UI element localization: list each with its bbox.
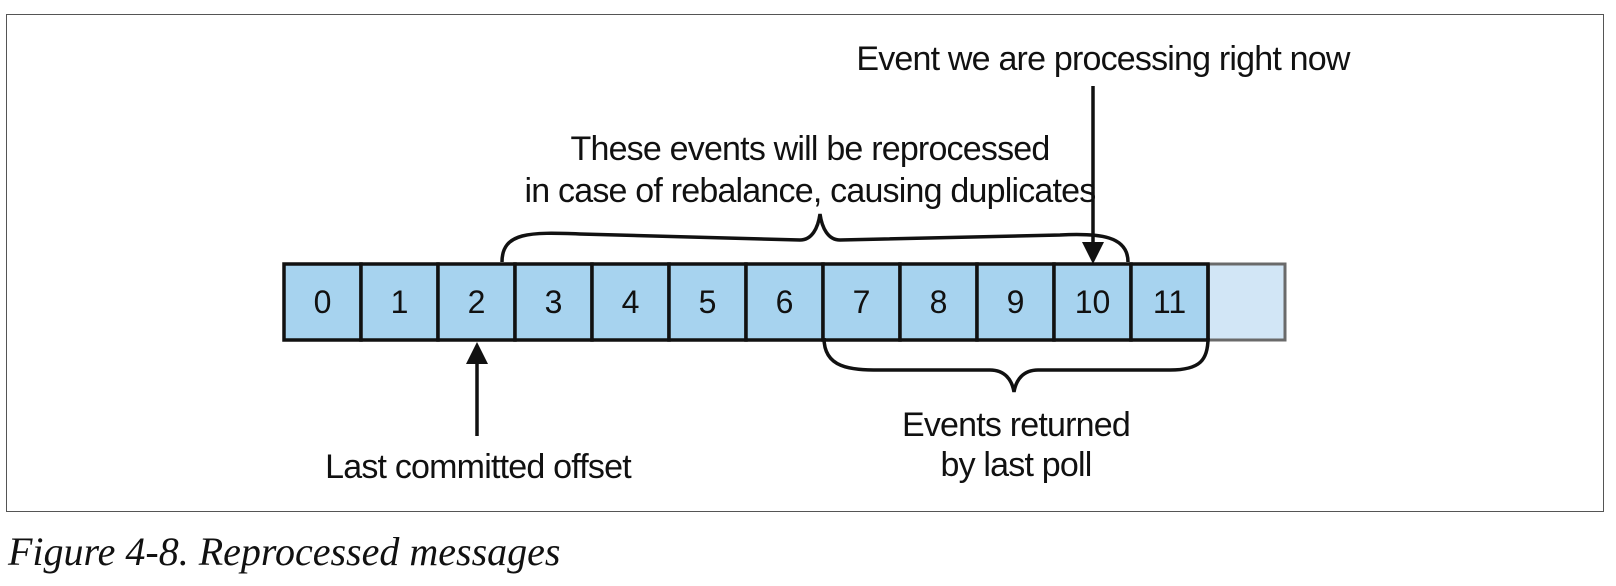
figure-frame — [6, 14, 1604, 512]
last-poll-label-line2: by last poll — [940, 446, 1091, 484]
offset-cell-9 — [975, 262, 1056, 342]
offset-cell-3 — [513, 262, 594, 342]
offset-cell-label: 5 — [699, 284, 717, 320]
processing-now-label: Event we are processing right now — [856, 40, 1351, 78]
offset-cell-label: 6 — [776, 284, 794, 320]
figure-caption: Figure 4-8. Reprocessed messages — [8, 529, 561, 574]
offset-cell-4 — [590, 262, 671, 342]
offset-cell-7 — [821, 262, 902, 342]
empty-offset-cell — [1206, 262, 1287, 342]
offset-cell-label: 9 — [1007, 284, 1025, 320]
offset-cell-5 — [667, 262, 748, 342]
last-poll-label-line1: Events returned — [902, 406, 1130, 444]
reprocessed-brace — [500, 213, 1130, 263]
offset-cell-label: 10 — [1075, 284, 1111, 320]
offset-cell-label: 0 — [314, 284, 332, 320]
reprocessed-label-line1: These events will be reprocessed — [571, 130, 1050, 168]
offset-cell-11 — [1129, 262, 1210, 342]
offset-cell-label: 2 — [468, 284, 486, 320]
offset-cell-1 — [359, 262, 440, 342]
committed-offset-arrowhead — [466, 342, 488, 364]
offset-cell-label: 3 — [545, 284, 563, 320]
last-poll-brace — [822, 337, 1210, 393]
offset-cell-label: 11 — [1153, 284, 1186, 320]
offset-cell-10 — [1052, 262, 1133, 342]
offset-cell-label: 1 — [391, 284, 409, 320]
reprocessed-label-line2: in case of rebalance, causing duplicates — [525, 172, 1096, 210]
last-committed-label: Last committed offset — [325, 448, 632, 486]
offset-cell-0 — [282, 262, 363, 342]
offset-cell-8 — [898, 262, 979, 342]
offset-cell-label: 7 — [853, 284, 871, 320]
partition-log: 0 1 2 3 4 5 6 7 8 9 10 11 — [282, 262, 1287, 342]
offset-cell-6 — [744, 262, 825, 342]
processing-now-arrowhead — [1082, 242, 1104, 264]
offset-cell-label: 8 — [930, 284, 948, 320]
offset-cell-label: 4 — [622, 284, 640, 320]
